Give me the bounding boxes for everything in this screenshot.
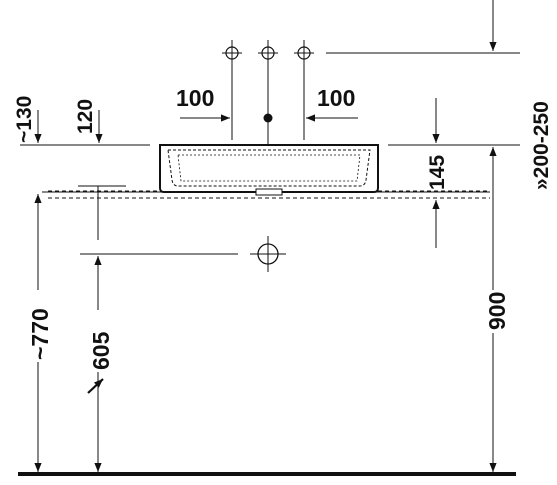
center-point	[263, 113, 273, 123]
basin	[159, 144, 379, 196]
tap-hole-left-icon	[222, 40, 242, 66]
drain-pointer-arrow	[87, 378, 104, 394]
tap-hole-icons	[222, 40, 314, 66]
dim-top-offset-2: 120	[74, 99, 97, 134]
dim-spacing-left: 100	[176, 85, 214, 111]
dim-top-offset-1: ~130	[13, 96, 36, 143]
tap-hole-right-icon	[294, 40, 314, 66]
drain-center-icon	[250, 236, 286, 272]
dim-basin-depth: 145	[426, 155, 449, 190]
dim-floor-to-top: ~770	[27, 308, 53, 360]
drain-outlet	[255, 188, 283, 196]
dim-spacing-right: 100	[317, 85, 355, 111]
dim-floor-to-rim: 900	[484, 292, 510, 330]
dim-floor-to-drain: 605	[88, 331, 114, 370]
dim-mount-height: »200-250	[530, 101, 553, 190]
tap-hole-center-icon	[258, 40, 278, 66]
countertop-dashed	[48, 190, 490, 199]
